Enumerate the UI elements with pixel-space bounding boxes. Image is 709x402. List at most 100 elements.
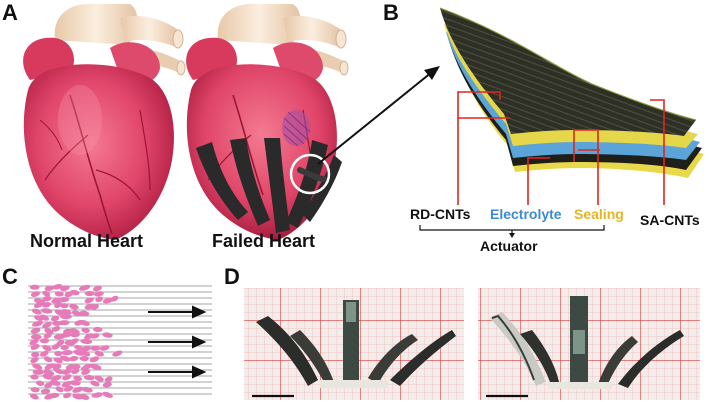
cell-shape	[50, 315, 60, 322]
cell-shape	[58, 320, 70, 326]
label-rd-cnts: RD-CNTs	[410, 206, 471, 222]
cell-shape	[60, 303, 69, 309]
photo-right	[478, 288, 700, 400]
caption-normal-heart: Normal Heart	[30, 231, 144, 251]
normal-heart-illustration	[23, 3, 186, 241]
cell-shape	[79, 394, 90, 400]
cell-shape	[29, 284, 40, 290]
cell-shape	[91, 392, 103, 398]
cell-shape	[79, 310, 90, 317]
cell-shape	[42, 295, 52, 302]
cell-shape	[63, 392, 72, 399]
cell-shape	[83, 374, 95, 381]
cell-shape	[42, 373, 53, 380]
cell-shape	[61, 349, 73, 356]
panel-label-a: A	[2, 0, 18, 25]
cell-shape	[81, 345, 92, 352]
cell-shape	[102, 391, 113, 399]
panel-label-d: D	[224, 264, 240, 289]
cell-shape	[104, 376, 113, 383]
cell-shape	[81, 386, 93, 393]
zoom-arrow	[317, 71, 433, 165]
cell-shape	[61, 309, 72, 315]
cell-shape	[49, 380, 61, 386]
cell-shape	[70, 332, 80, 338]
cell-shape	[58, 296, 70, 303]
cell-shape	[110, 295, 119, 302]
cell-shape	[60, 285, 70, 292]
caption-failed-heart: Failed Heart	[212, 231, 316, 251]
cell-shape	[72, 386, 84, 393]
cell-shape	[44, 328, 54, 335]
cell-shape	[63, 385, 74, 392]
actuator-bracket-arrow	[509, 233, 515, 238]
cell-shape	[68, 338, 79, 345]
cell-shape	[69, 355, 79, 362]
cell-shape	[71, 364, 81, 370]
cell-shape	[31, 308, 42, 315]
cell-shape	[52, 367, 64, 375]
cell-shape	[62, 368, 72, 375]
cell-shape	[94, 350, 104, 357]
failed-heart-illustration	[186, 3, 440, 241]
cell-shape	[90, 304, 99, 310]
cell-shape	[81, 327, 90, 333]
cell-shape	[69, 304, 79, 310]
cell-shape	[89, 356, 100, 363]
cell-shape	[59, 355, 71, 362]
cell-shape	[31, 352, 40, 358]
cell-shape	[60, 332, 73, 338]
cell-shape	[92, 285, 102, 292]
cell-shape	[74, 344, 84, 351]
cell-shape	[54, 291, 64, 297]
cell-shape	[53, 357, 63, 364]
cell-shape	[42, 290, 51, 297]
photo-left	[244, 288, 464, 400]
cell-shape	[90, 333, 100, 339]
cell-shape	[51, 343, 60, 350]
cell-shape	[55, 386, 64, 393]
cell-shape	[84, 290, 95, 297]
actuator-layer-stack	[439, 7, 704, 178]
cell-shape	[90, 345, 101, 351]
cell-shape	[31, 320, 44, 327]
cell-shape	[80, 338, 93, 345]
cell-shape	[102, 382, 112, 388]
cell-shape	[52, 283, 63, 290]
panel-label-b: B	[383, 0, 399, 25]
cell-shape	[78, 284, 91, 291]
label-sealing: Sealing	[574, 206, 624, 222]
cell-shape	[43, 356, 53, 363]
cell-shape	[30, 334, 42, 340]
cell-shape	[102, 332, 113, 338]
cell-shape	[54, 350, 63, 357]
cell-shape	[81, 369, 91, 375]
cell-shape	[95, 296, 104, 303]
cell-shape	[32, 369, 44, 375]
cell-shape	[30, 343, 40, 350]
zoom-circle	[289, 153, 331, 195]
cell-shape	[50, 363, 62, 369]
cell-shape	[61, 381, 72, 388]
label-sa-cnts: SA-CNTs	[640, 212, 700, 228]
actuator-bracket	[419, 225, 605, 231]
mesh-patch	[282, 110, 311, 147]
cell-shape	[71, 310, 83, 317]
single-actuator	[297, 167, 329, 183]
cell-shape	[73, 375, 82, 382]
label-electrolyte: Electrolyte	[490, 206, 562, 222]
cell-shape	[62, 374, 72, 381]
cell-shape	[40, 388, 51, 394]
cell-shape	[60, 313, 72, 320]
cell-shape	[44, 285, 55, 292]
cell-shape	[80, 363, 92, 371]
cell-shape	[99, 345, 110, 351]
cell-shape	[30, 327, 41, 334]
cell-shape	[33, 301, 44, 309]
cell-shape	[112, 350, 123, 357]
cell-shape	[43, 332, 52, 339]
cell-shape	[93, 326, 103, 333]
panel-label-c: C	[2, 264, 18, 289]
actuator-strips	[196, 138, 342, 233]
